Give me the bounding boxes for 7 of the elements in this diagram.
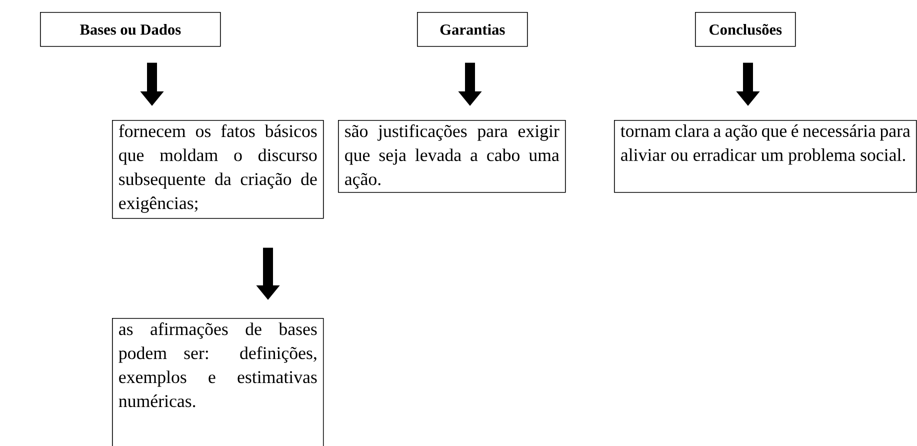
text-box: são justificações para exigir que seja levada a cabo uma ação. bbox=[338, 120, 566, 193]
heading-box: Conclusões bbox=[695, 12, 796, 47]
heading-box: Bases ou Dados bbox=[40, 12, 221, 47]
text-box: fornecem os fatos básicos que moldam o discurso subsequente da criação de exigências; bbox=[112, 120, 324, 219]
text-box: as afirmações de bases podem ser: definições, exemplos e estimativas numéricas. bbox=[112, 318, 324, 446]
text-box: tornam clara a ação que é necessária para aliviar ou erradicar um problema social. bbox=[614, 120, 917, 193]
heading-box: Garantias bbox=[417, 12, 528, 47]
